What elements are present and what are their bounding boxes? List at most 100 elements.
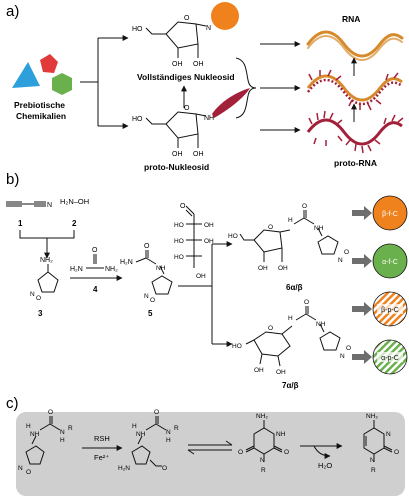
- equilibrium-forward-head: [225, 440, 233, 446]
- rna-strand: [306, 30, 404, 61]
- nh-label: NH: [136, 431, 146, 438]
- n-label: N: [18, 465, 23, 472]
- full-nucleoside-structure: [145, 21, 207, 58]
- o-label: O: [238, 449, 243, 456]
- proto-rna-strand: [306, 110, 404, 154]
- nh-label: NH: [314, 225, 324, 232]
- proto-nucleoside-label: proto-Nukleosid: [144, 162, 209, 172]
- nh2-label: NH₂: [366, 413, 378, 420]
- o-label: O: [92, 247, 98, 254]
- brace: [235, 57, 257, 119]
- o-label: O: [304, 299, 309, 306]
- o-label: O: [150, 297, 155, 304]
- n-label: N: [260, 457, 265, 464]
- o-ring-label: O: [268, 325, 273, 332]
- oh-label: OH: [196, 273, 206, 280]
- compound-1-structure: [6, 201, 46, 207]
- n-label: N: [30, 291, 35, 298]
- ho-label: HO: [174, 222, 184, 229]
- badge-alpha-f-c: [372, 243, 408, 279]
- prebiotic-label-line2: Chemikalien: [16, 111, 66, 121]
- prebiotic-label-line1: Prebiotische: [14, 100, 65, 110]
- oh-label: OH: [278, 265, 288, 272]
- badge-beta-p-c-backing: [377, 304, 403, 314]
- nh2-label: NH₂: [105, 266, 118, 273]
- n-label: N: [60, 429, 65, 436]
- n-label: N: [166, 429, 171, 436]
- pentagon-icon: [40, 54, 58, 73]
- full-nucleoside-label: Vollständiges Nukleosid: [137, 72, 235, 82]
- oh-label: OH: [258, 265, 268, 272]
- ho-label: HO: [174, 238, 184, 245]
- compound-7-number: 7α/β: [282, 381, 299, 390]
- n-label: N: [144, 293, 149, 300]
- o-label: O: [180, 203, 186, 210]
- oh-label: OH: [193, 151, 204, 158]
- panel-b-label: b): [6, 171, 19, 188]
- h-label: H: [288, 217, 293, 224]
- panel-c-box: [16, 412, 405, 496]
- o-label: O: [346, 345, 351, 352]
- h-label: H: [60, 437, 65, 444]
- o-label: O: [36, 295, 41, 302]
- n-label: N: [338, 257, 343, 264]
- panel-b: b) N 1 H₂N–OH 2 NH₂ N O 3 O H₂N NH₂: [6, 171, 408, 390]
- oh-label: OH: [254, 367, 264, 374]
- badge-alpha-p-c-backing: [377, 352, 403, 362]
- badge-arrows: [352, 206, 372, 364]
- oh-label: OH: [172, 151, 183, 158]
- o-label: O: [154, 409, 159, 416]
- o-label: O: [144, 243, 150, 250]
- o-ring-label: O: [268, 224, 273, 231]
- compound-2-number: 2: [72, 219, 77, 228]
- ribose-structure: [185, 205, 202, 268]
- oh-label: OH: [172, 61, 183, 68]
- c-intermediate-1-structure: [131, 416, 167, 467]
- h2n-label: H₂N: [120, 259, 133, 266]
- ho-label: HO: [228, 233, 238, 240]
- branch-line: [80, 38, 99, 126]
- compound-1-number: 1: [18, 219, 23, 228]
- compound-4-structure: [86, 254, 104, 269]
- panel-a: a) Prebiotische Chemikalien HO O OH OH N…: [6, 2, 404, 172]
- proto-nucleoside-structure: [145, 111, 207, 148]
- ho-label: HO: [232, 343, 242, 350]
- h-label: H: [132, 423, 137, 430]
- o-label: O: [284, 449, 289, 456]
- o-label: O: [394, 449, 399, 456]
- oh-label: OH: [276, 369, 286, 376]
- o-ring-label: O: [184, 15, 190, 22]
- nh2-label: NH₂: [256, 413, 268, 420]
- oh-label: OH: [204, 222, 214, 229]
- water-label: H₂O: [318, 461, 332, 470]
- badge-beta-f-c-text: β-f-C: [382, 211, 398, 218]
- h-label: H: [166, 437, 171, 444]
- nh2-label: NH₂: [40, 257, 53, 264]
- proto-base-red-shape: [212, 88, 250, 118]
- badge-alpha-p-c-text: α-p-C: [381, 355, 399, 362]
- compound-5-structure: [135, 250, 173, 295]
- n-label: N: [47, 202, 52, 209]
- proto-rna-label: proto-RNA: [334, 158, 377, 168]
- equilibrium-back-head: [187, 449, 195, 455]
- reagent-fe: Fe²⁺: [94, 453, 109, 462]
- mixed-strand: [306, 69, 403, 111]
- nh-label: NH: [204, 115, 214, 122]
- badge-alpha-f-c-text: α-f-C: [382, 259, 398, 266]
- h-label: H: [288, 315, 293, 322]
- compound-5-number: 5: [148, 309, 153, 318]
- compound-7-structure: [245, 306, 341, 367]
- ho-label: HO: [132, 116, 143, 123]
- ho-label: HO: [132, 26, 143, 33]
- ho-label: HO: [174, 254, 184, 261]
- c-start-structure: [25, 416, 61, 465]
- n-label: N: [386, 431, 391, 438]
- panel-c: c) O H NH N H R N O RSH Fe²⁺ O H NH N H: [6, 395, 405, 496]
- panel-c-label: c): [6, 395, 19, 412]
- n-label: N: [340, 353, 345, 360]
- compound-4-number: 4: [93, 285, 98, 294]
- c-product-structure: [363, 420, 393, 462]
- badge-beta-p-c-text: β-p-C: [381, 307, 399, 314]
- nh-label: NH: [156, 265, 166, 272]
